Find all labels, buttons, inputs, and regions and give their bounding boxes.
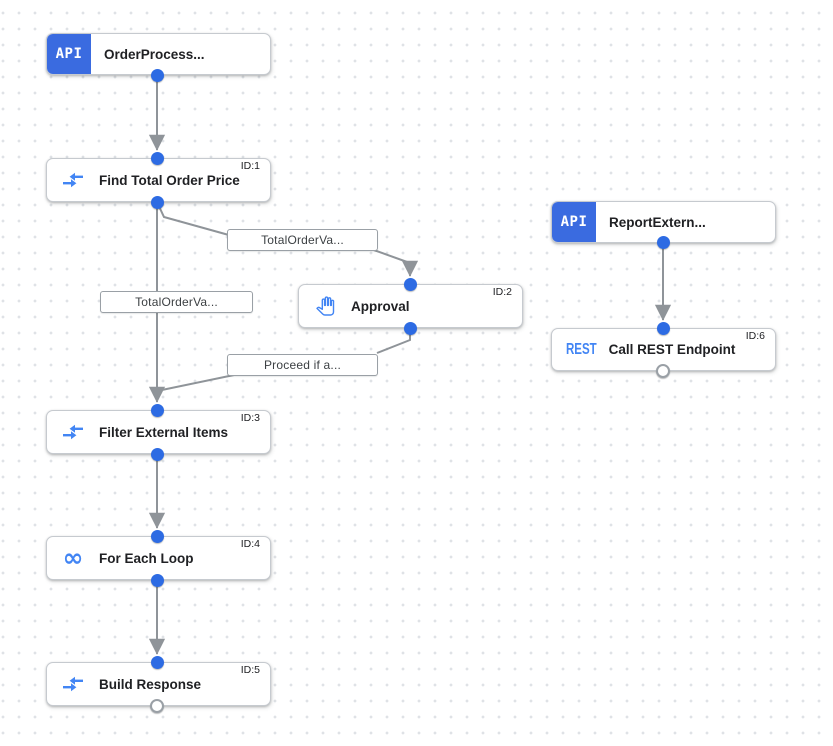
node-label: Filter External Items xyxy=(99,424,229,440)
connector-out-find-total[interactable] xyxy=(150,195,164,209)
connector-out-order-trigger[interactable] xyxy=(150,68,164,82)
edge-label-approval-to-filter[interactable]: Proceed if a... xyxy=(227,354,378,376)
node-id-badge: ID:6 xyxy=(745,330,765,342)
connector-in-build-response[interactable] xyxy=(150,655,164,669)
edge-label-find-to-approval[interactable]: TotalOrderVa... xyxy=(227,229,378,251)
data-mapping-icon xyxy=(61,168,85,192)
node-id-badge: ID:4 xyxy=(240,538,260,550)
node-label: OrderProcess... xyxy=(104,46,205,62)
api-trigger-icon: API xyxy=(47,34,91,74)
connector-out-report-trigger[interactable] xyxy=(656,235,670,249)
node-id-badge: ID:2 xyxy=(492,286,512,298)
node-label: For Each Loop xyxy=(99,550,194,566)
connector-in-filter-items[interactable] xyxy=(150,403,164,417)
node-label: Call REST Endpoint xyxy=(608,342,736,357)
connector-in-find-total[interactable] xyxy=(150,151,164,165)
edge-find-to-approval-end[interactable] xyxy=(370,248,419,277)
node-order-trigger[interactable]: API OrderProcess... xyxy=(46,33,271,75)
infinity-loop-icon: ∞ xyxy=(62,543,84,572)
node-id-badge: ID:5 xyxy=(240,664,260,676)
data-mapping-icon xyxy=(61,672,85,696)
connector-out-build-response-empty[interactable] xyxy=(150,699,164,713)
node-for-each-loop[interactable]: ∞ For Each Loop ID:4 xyxy=(46,536,271,580)
connector-in-call-rest[interactable] xyxy=(656,321,670,335)
node-report-trigger[interactable]: API ReportExtern... xyxy=(551,201,776,243)
node-label: ReportExtern... xyxy=(609,214,706,230)
connector-out-filter-items[interactable] xyxy=(150,447,164,461)
node-id-badge: ID:3 xyxy=(240,412,260,424)
edge-find-to-approval-start[interactable] xyxy=(156,201,237,238)
node-build-response[interactable]: Build Response ID:5 xyxy=(46,662,271,706)
rest-icon: REST xyxy=(565,340,597,358)
node-label: Build Response xyxy=(99,676,202,692)
node-call-rest-endpoint[interactable]: REST Call REST Endpoint ID:6 xyxy=(551,328,776,371)
connector-out-call-rest-empty[interactable] xyxy=(656,364,670,378)
api-trigger-icon: API xyxy=(552,202,596,242)
connector-out-for-each[interactable] xyxy=(150,573,164,587)
node-label: Approval xyxy=(351,298,410,314)
connector-out-approval[interactable] xyxy=(403,321,417,335)
node-label: Find Total Order Price xyxy=(99,172,240,188)
node-id-badge: ID:1 xyxy=(240,160,260,172)
edge-approval-to-filter-end[interactable] xyxy=(156,374,235,392)
connector-in-approval[interactable] xyxy=(403,277,417,291)
pan-tool-hand-icon xyxy=(313,294,337,318)
node-find-total-order-price[interactable]: Find Total Order Price ID:1 xyxy=(46,158,271,202)
connector-in-for-each[interactable] xyxy=(150,529,164,543)
data-mapping-icon xyxy=(61,420,85,444)
edge-label-find-to-filter[interactable]: TotalOrderVa... xyxy=(100,291,253,313)
